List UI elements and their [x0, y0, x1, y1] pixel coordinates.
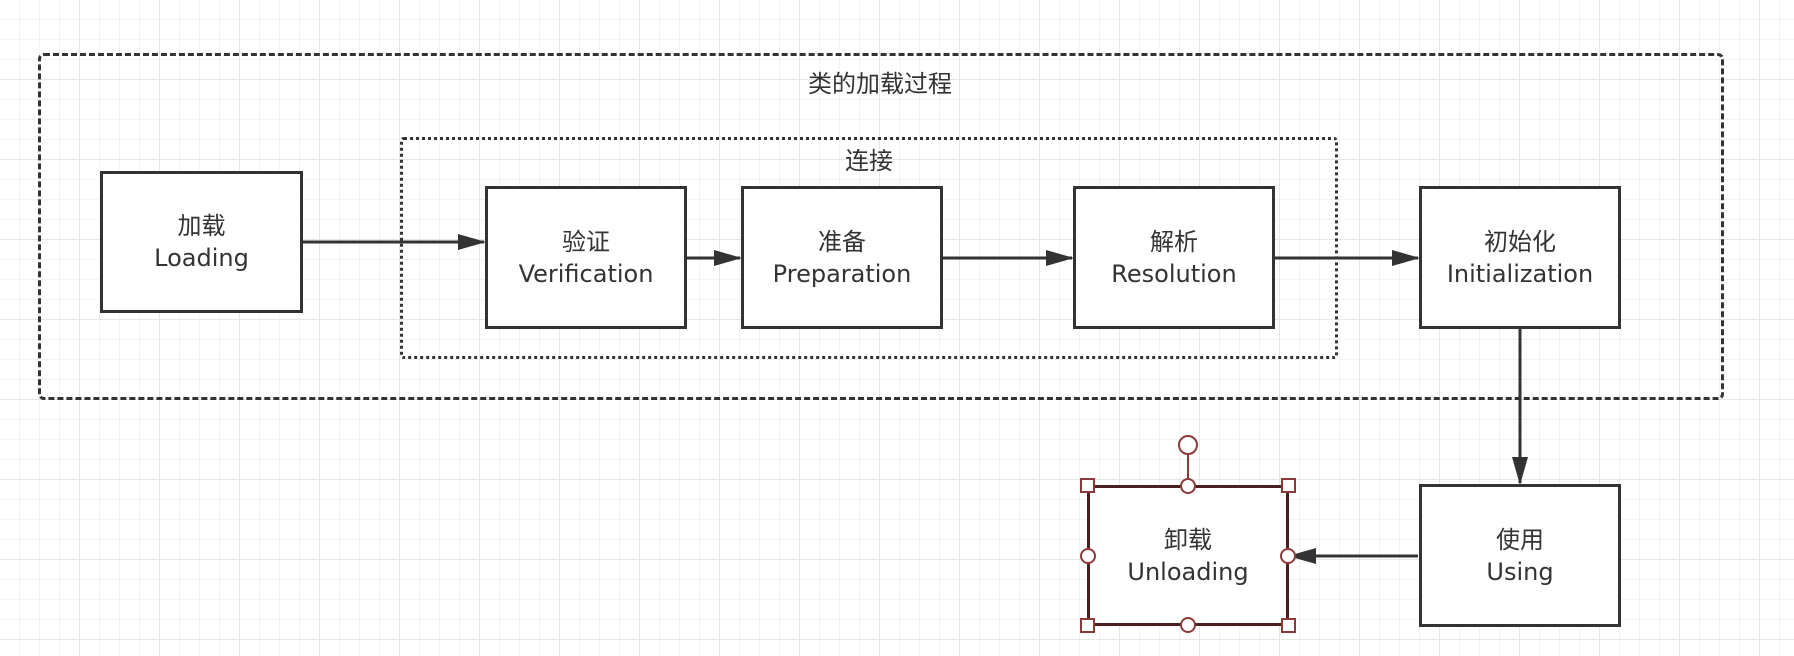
node-loading-zh: 加载 — [177, 212, 226, 240]
connection-point-top[interactable] — [1180, 478, 1196, 494]
linking-group-title: 连接 — [845, 147, 893, 175]
node-initialization-en: Initialization — [1446, 259, 1594, 288]
resize-handle-top-left[interactable] — [1080, 478, 1095, 493]
node-using-zh: 使用 — [1496, 525, 1544, 554]
node-loading-en: Loading — [154, 244, 249, 272]
node-preparation-zh: 准备 — [818, 227, 866, 256]
node-using[interactable]: 使用 Using — [1419, 484, 1621, 627]
node-initialization-zh: 初始化 — [1484, 227, 1556, 256]
class-loading-process-group[interactable] — [38, 53, 1724, 400]
node-initialization[interactable]: 初始化 Initialization — [1419, 186, 1621, 329]
class-loading-process-title: 类的加载过程 — [808, 70, 952, 98]
connection-point-bottom[interactable] — [1180, 617, 1196, 633]
node-resolution-en: Resolution — [1111, 259, 1237, 288]
resize-handle-top-right[interactable] — [1281, 478, 1296, 493]
node-verification-en: Verification — [518, 259, 654, 288]
node-resolution-zh: 解析 — [1150, 227, 1198, 256]
resize-handle-bottom-right[interactable] — [1281, 618, 1296, 633]
connection-point-left[interactable] — [1080, 548, 1096, 564]
node-preparation-en: Preparation — [772, 259, 912, 288]
resize-handle-bottom-left[interactable] — [1080, 618, 1095, 633]
connection-point-right[interactable] — [1280, 548, 1296, 564]
node-resolution[interactable]: 解析 Resolution — [1073, 186, 1275, 329]
node-loading[interactable]: 加载 Loading — [100, 171, 303, 313]
node-using-en: Using — [1486, 557, 1554, 586]
node-unloading-zh: 卸载 — [1164, 525, 1212, 554]
node-unloading-en: Unloading — [1127, 557, 1249, 586]
linking-group[interactable] — [400, 137, 1338, 359]
node-unloading[interactable]: 卸载 Unloading — [1087, 485, 1289, 626]
node-verification-zh: 验证 — [562, 227, 610, 256]
node-verification[interactable]: 验证 Verification — [485, 186, 687, 329]
node-preparation[interactable]: 准备 Preparation — [741, 186, 943, 329]
rotate-handle[interactable] — [1178, 435, 1198, 455]
